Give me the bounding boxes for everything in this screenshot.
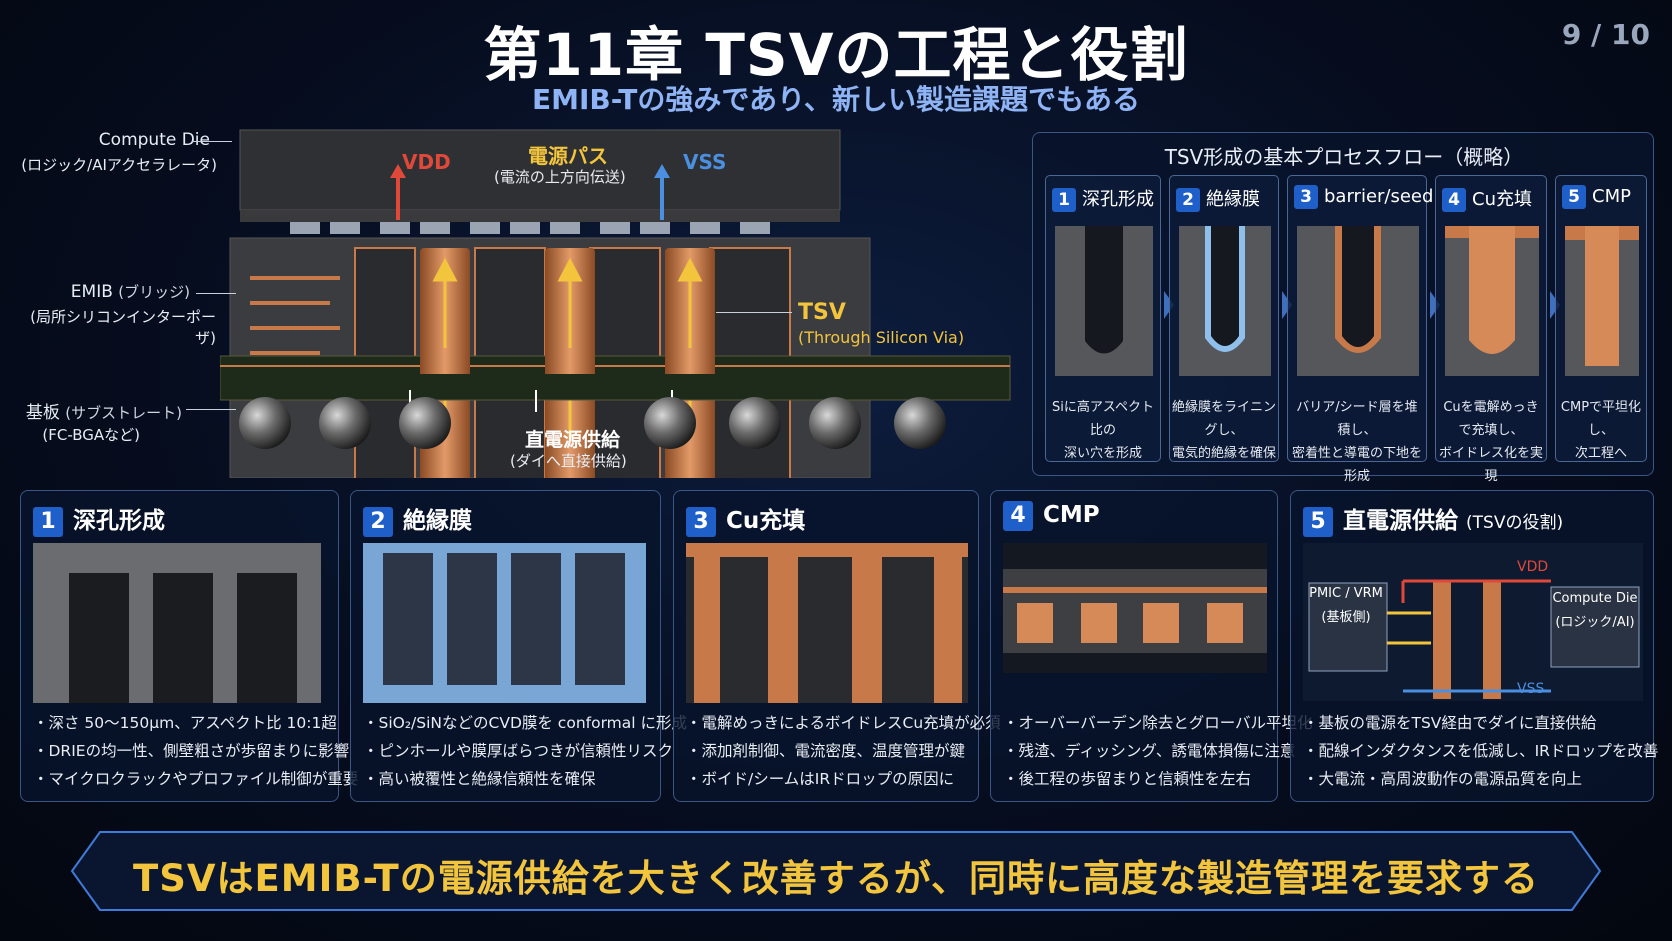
label-vdd: VDD bbox=[402, 150, 451, 174]
leader-line bbox=[186, 409, 236, 410]
step-number: 5 bbox=[1562, 185, 1586, 209]
label-compute-die: Compute Die bbox=[98, 130, 210, 150]
cu-fill-sem-image bbox=[686, 543, 968, 703]
summary-text: TSVはEMIB-Tの電源供給を大きく改善するが、同時に高度な製造管理を要求する bbox=[133, 857, 1539, 900]
card-title: Cu充填 bbox=[726, 508, 806, 534]
die-label: Compute Die bbox=[1552, 591, 1638, 606]
summary-banner bbox=[70, 831, 1602, 911]
label-emib-sub: (局所シリコンインターポーザ) bbox=[30, 308, 216, 347]
step-label: barrier/seed bbox=[1324, 186, 1434, 207]
card-title: 直電源供給 bbox=[1343, 508, 1458, 534]
step-number: 4 bbox=[1442, 188, 1466, 212]
label-tsv: TSV bbox=[798, 300, 846, 325]
step-label: CMP bbox=[1592, 186, 1631, 207]
direct-supply-diagram bbox=[1303, 543, 1643, 701]
substrate bbox=[220, 355, 1011, 401]
cmp-sem-image bbox=[1003, 543, 1267, 673]
step-label: Cu充填 bbox=[1472, 189, 1532, 210]
step-number: 2 bbox=[1176, 188, 1200, 212]
step-number: 3 bbox=[1294, 185, 1318, 209]
vss-label: VSS bbox=[1517, 681, 1545, 697]
barrier-seed-image bbox=[1297, 226, 1419, 376]
label-substrate: 基板 (サブストレート) bbox=[25, 403, 182, 423]
page-number: 9 / 10 bbox=[1561, 18, 1650, 51]
label-direct-supply-sub: (ダイへ直接供給) bbox=[510, 452, 627, 470]
pmic-label: PMIC / VRM bbox=[1309, 586, 1383, 601]
cmp-image bbox=[1565, 226, 1639, 376]
label-emib: EMIB (ブリッジ) bbox=[70, 282, 190, 302]
card-title: 絶縁膜 bbox=[403, 508, 472, 534]
vdd-label: VDD bbox=[1517, 559, 1549, 575]
bga-balls bbox=[239, 397, 946, 449]
label-power-path-sub: (電流の上方向伝送) bbox=[494, 168, 626, 186]
label-vss: VSS bbox=[683, 150, 727, 174]
step-number: 1 bbox=[1052, 188, 1076, 212]
label-substrate-sub: (FC-BGAなど) bbox=[42, 426, 140, 444]
leader-line bbox=[716, 312, 792, 313]
card-title: 深孔形成 bbox=[73, 508, 165, 534]
label-power-path: 電源パス bbox=[528, 144, 608, 168]
label-tsv-sub: (Through Silicon Via) bbox=[798, 328, 965, 347]
deep-hole-image bbox=[1055, 226, 1153, 376]
label-compute-die-sub: (ロジック/AIアクセラレータ) bbox=[21, 156, 217, 174]
liner-image bbox=[1179, 226, 1271, 376]
micro-bumps bbox=[290, 222, 770, 234]
package-cross-section bbox=[220, 129, 1011, 478]
page-title: 第11章 TSVの工程と役割 bbox=[483, 21, 1189, 89]
leader-line bbox=[192, 141, 232, 142]
step-label: 深孔形成 bbox=[1082, 189, 1154, 210]
leader-line bbox=[196, 293, 236, 294]
step-label: 絶縁膜 bbox=[1206, 189, 1260, 210]
flow-title: TSV形成の基本プロセスフロー（概略） bbox=[1164, 145, 1524, 169]
page-subtitle: EMIB-Tの強みであり、新しい製造課題でもある bbox=[532, 83, 1140, 116]
liner-sem-image bbox=[363, 543, 646, 703]
cu-fill-image bbox=[1445, 226, 1539, 376]
card-title: CMP bbox=[1043, 502, 1100, 528]
deep-hole-sem-image bbox=[33, 543, 321, 703]
label-direct-supply: 直電源供給 bbox=[525, 429, 621, 451]
